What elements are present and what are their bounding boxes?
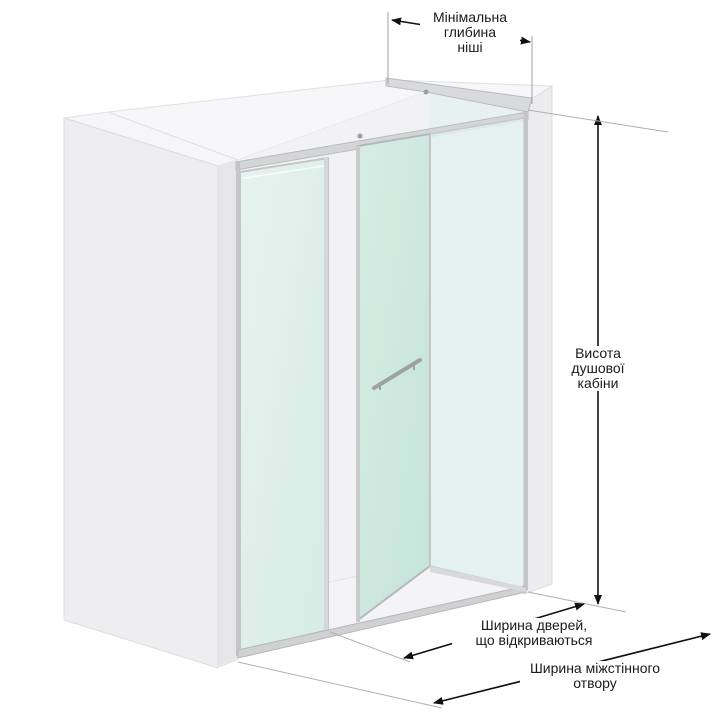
rail-bolt-2 [423, 89, 429, 95]
height-label-line-3: кабіни [577, 375, 619, 391]
height-label: Висота душової кабіни [560, 346, 636, 391]
opening-width-label-line-2: отвору [573, 675, 617, 691]
door-width-label: Ширина дверей, що відкриваються [452, 618, 616, 648]
min-depth-label-line-1: Мінімальна [432, 9, 507, 25]
side-bottom-rail [430, 566, 526, 592]
min-depth-label-line-2: глибина [443, 24, 497, 40]
fixed-glass-panel [239, 156, 329, 654]
door-handle [372, 358, 422, 390]
left-wall-inner [218, 160, 238, 668]
height-label-line-1: Висота [575, 345, 621, 361]
min-depth-label: Мінімальна глибина ніші [420, 10, 520, 55]
door-width-label-line-2: що відкриваються [475, 632, 593, 648]
right-glass-panel [429, 117, 525, 589]
min-depth-label-line-3: ніші [457, 39, 483, 55]
rail-bolt [357, 133, 363, 139]
door-width-label-line-1: Ширина дверей, [480, 617, 588, 633]
height-label-line-2: душової [571, 360, 625, 376]
opening-width-label: Ширина міжстінного отвору [520, 661, 670, 691]
left-wall-face [63, 117, 219, 669]
side-top-rail [385, 77, 533, 113]
right-wall-face [523, 85, 553, 595]
sliding-door-panel [356, 132, 431, 622]
opening-width-label-line-1: Ширина міжстінного [529, 660, 661, 676]
